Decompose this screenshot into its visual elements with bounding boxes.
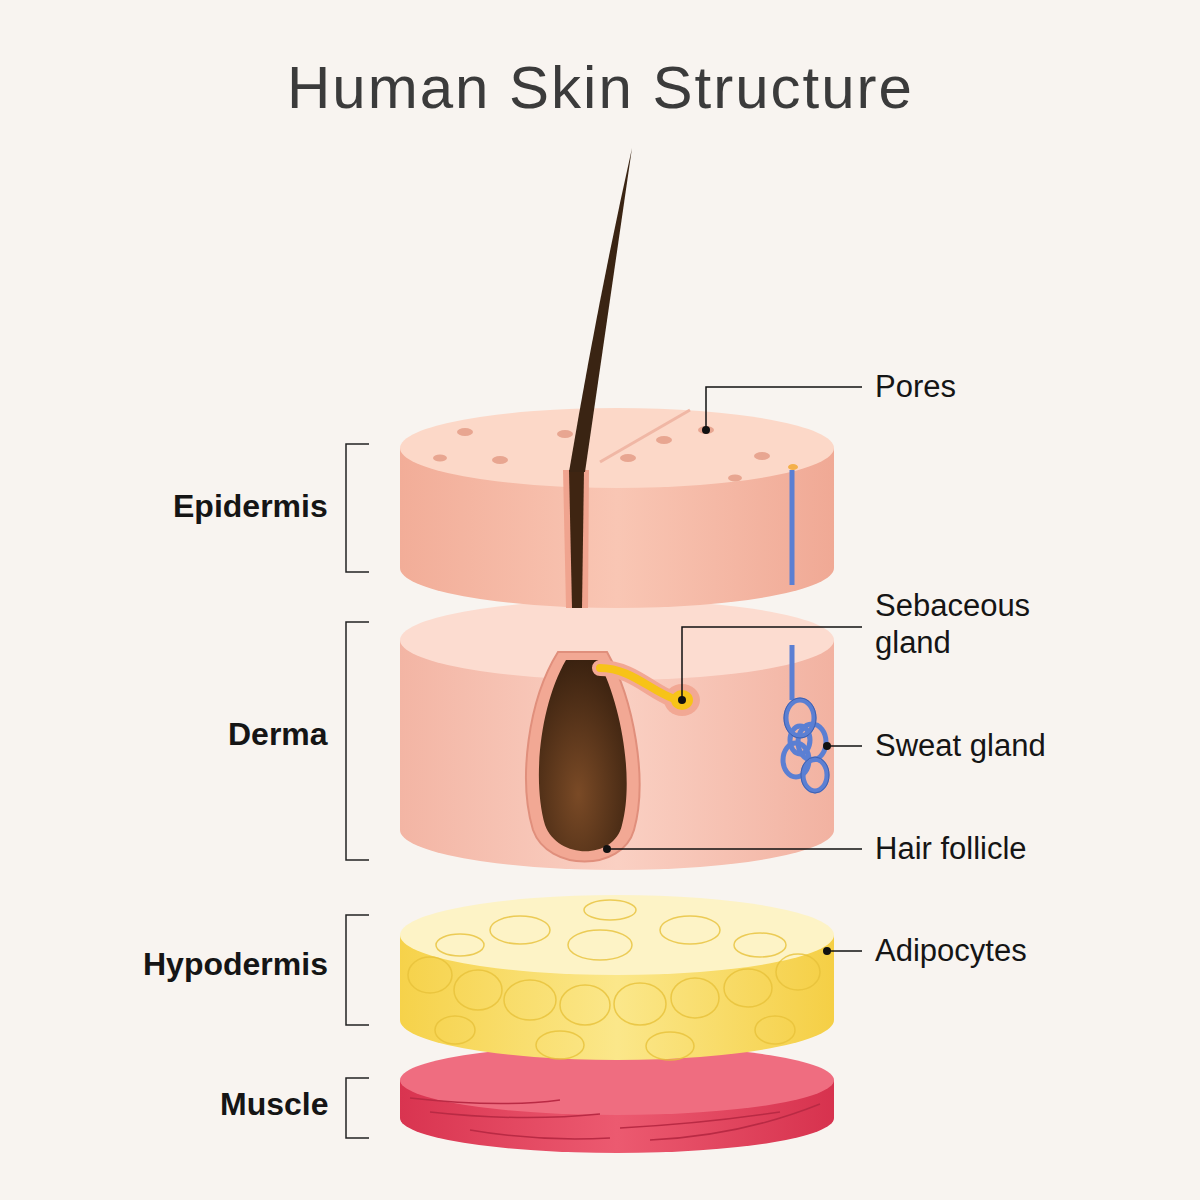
epidermis-layer (400, 408, 834, 608)
hypodermis-top (400, 895, 834, 975)
sweat-pore (788, 464, 798, 470)
sweat-duct (790, 645, 795, 700)
pore-dots (433, 426, 770, 482)
muscle-fibers (410, 1098, 820, 1140)
follicle-sheath (526, 652, 639, 862)
sweat-coil-edge (784, 698, 829, 793)
part-label: Sweat gland (875, 728, 1046, 765)
layer-label: Hypodermis (143, 946, 328, 984)
hair-shaft (569, 148, 632, 472)
sweat-coil (783, 700, 827, 791)
layer-brackets (346, 444, 369, 1138)
diagram-title: Human Skin Structure (287, 53, 914, 124)
leader-lines (607, 387, 862, 951)
derma-layer (400, 600, 834, 870)
layer-label: Derma (228, 716, 328, 754)
derma-side (400, 640, 834, 870)
layer-label: Epidermis (173, 488, 328, 526)
part-label: Adipocytes (875, 933, 1027, 970)
part-label: Pores (875, 369, 956, 406)
hair-root (569, 470, 584, 608)
epidermis-top (400, 408, 834, 488)
hypodermis-layer (400, 895, 834, 1060)
sweat-duct-upper (790, 470, 795, 585)
hair-bulb (539, 660, 627, 851)
adipocyte-cells (408, 900, 820, 1060)
part-label: Hair follicle (875, 831, 1027, 868)
part-label: Sebaceous gland (875, 588, 1055, 661)
hair-canal (563, 470, 589, 608)
sebaceous-duct (600, 668, 672, 698)
skin-crease (600, 410, 690, 462)
muscle-layer (400, 1045, 834, 1153)
layer-label: Muscle (220, 1086, 328, 1124)
leader-dots (603, 426, 831, 955)
